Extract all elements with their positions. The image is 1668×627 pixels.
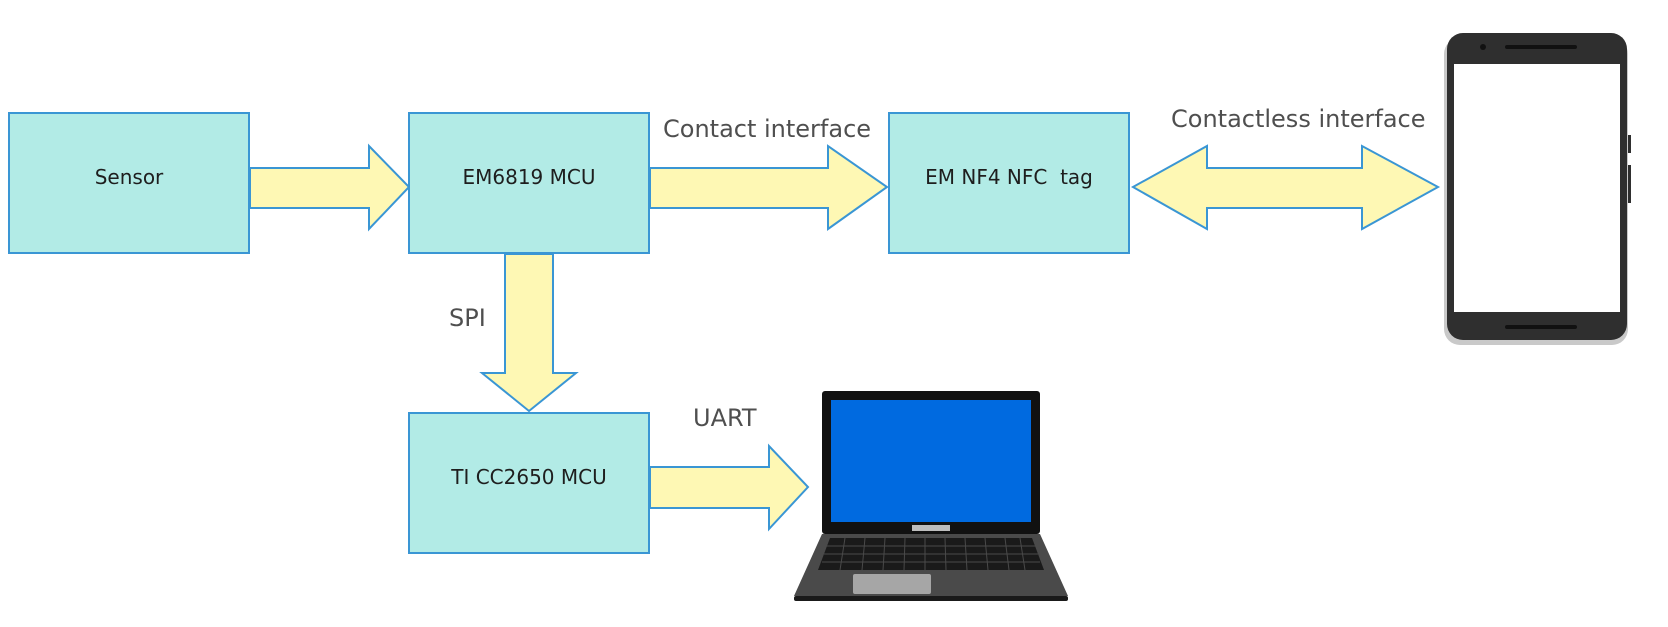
smartphone-icon <box>1444 33 1631 345</box>
node-sensor-label: Sensor <box>95 165 164 189</box>
arrow-sensor-to-em6819 <box>249 143 411 232</box>
node-sensor: Sensor <box>8 112 250 254</box>
node-nfc-tag: EM NF4 NFC tag <box>888 112 1130 254</box>
edge-label-spi: SPI <box>449 304 486 332</box>
arrow-nfc-tag-to-smartphone-bidirectional <box>1130 144 1441 231</box>
node-cc2650-label: TI CC2650 MCU <box>450 465 607 489</box>
node-em6819-label: EM6819 MCU <box>462 165 595 189</box>
keyboard-keys <box>822 537 1040 571</box>
edge-label-uart: UART <box>693 404 757 432</box>
node-nfc-tag-label: EM NF4 NFC tag <box>925 165 1093 189</box>
arrow-em6819-to-nfc-tag <box>649 144 889 231</box>
node-em6819-mcu: EM6819 MCU <box>408 112 650 254</box>
laptop-icon <box>794 391 1068 601</box>
arrow-cc2650-to-laptop <box>649 443 810 532</box>
edge-label-contact-interface: Contact interface <box>663 115 871 143</box>
arrow-em6819-to-cc2650 <box>479 253 579 413</box>
node-cc2650-mcu: TI CC2650 MCU <box>408 412 650 554</box>
edge-label-contactless-interface: Contactless interface <box>1171 105 1425 133</box>
